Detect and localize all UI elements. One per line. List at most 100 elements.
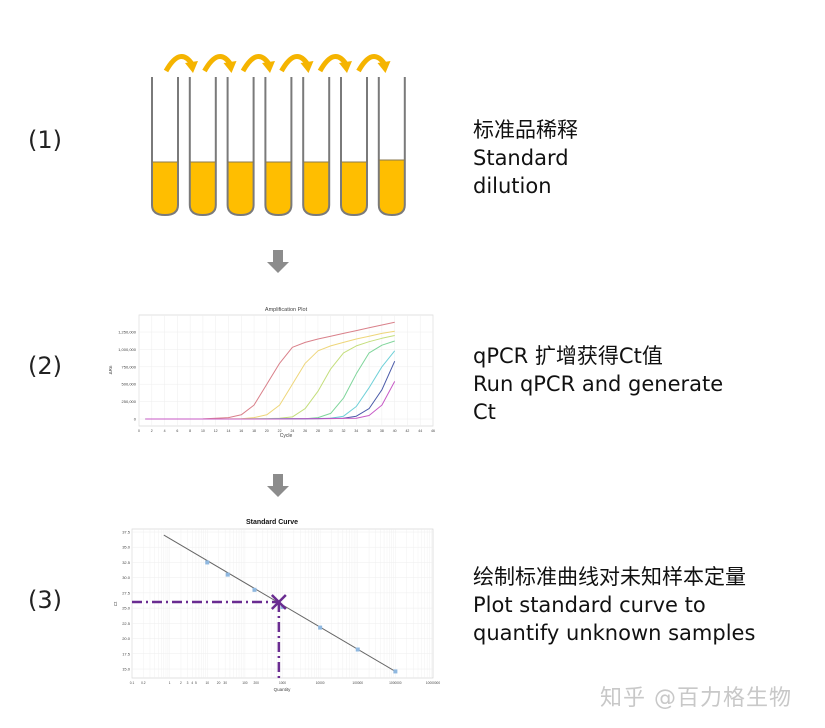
x-tick-label: 2: [180, 681, 182, 685]
x-tick-label: 18: [252, 429, 256, 433]
x-tick-label: 46: [431, 429, 435, 433]
transfer-arrow-icon: [163, 54, 195, 73]
tube-liquid: [265, 162, 292, 215]
y-tick-label: 1,000,000: [118, 347, 137, 352]
x-tick-label: 5: [195, 681, 197, 685]
step-1-line-zh: 标准品稀释: [473, 118, 578, 142]
x-tick-label: 1: [169, 681, 171, 685]
step-3-line-zh: 绘制标准曲线对未知样本定量: [473, 565, 746, 589]
x-tick-label: 20: [265, 429, 269, 433]
standard-curve-title: Standard Curve: [246, 519, 298, 526]
standard-point: [355, 647, 360, 652]
step-2-line-zh: qPCR 扩增获得Ct值: [473, 344, 663, 368]
x-tick-label: 34: [354, 429, 358, 433]
step-3-line-2: quantify unknown samples: [473, 621, 756, 645]
tube-liquid: [152, 162, 178, 215]
y-tick-label: 25.0: [122, 606, 131, 611]
step-2-line-1: Run qPCR and generate: [473, 372, 724, 396]
standard-point: [393, 669, 398, 674]
test-tube: [226, 77, 255, 217]
y-tick-label: 17.5: [122, 651, 131, 656]
x-tick-label: 28: [316, 429, 320, 433]
x-tick-label: 10000000: [426, 681, 440, 685]
y-tick-label: 0: [134, 417, 137, 422]
x-tick-label: 16: [239, 429, 243, 433]
step-1-line-1: Standard: [473, 146, 569, 170]
step-1-line-2: dilution: [473, 174, 552, 198]
test-tube: [340, 77, 368, 217]
y-tick-label: 35.0: [122, 545, 131, 550]
transfer-arrowhead-icon: [339, 61, 352, 73]
x-tick-label: 40: [393, 429, 397, 433]
transfer-arrowhead-icon: [262, 61, 275, 73]
tube-liquid: [227, 162, 254, 215]
transfer-arrowhead-icon: [377, 61, 391, 73]
x-tick-label: 0.2: [141, 681, 146, 685]
test-tube: [151, 77, 179, 217]
x-tick-label: 38: [380, 429, 384, 433]
x-tick-label: 6: [176, 429, 178, 433]
x-tick-label: 3: [187, 681, 189, 685]
y-tick-label: 27.5: [122, 590, 131, 595]
x-tick-label: 200: [254, 681, 260, 685]
x-tick-label: 30: [329, 429, 333, 433]
x-tick-label: 10: [201, 429, 205, 433]
x-tick-label: 32: [342, 429, 346, 433]
y-tick-label: 250,000: [122, 399, 137, 404]
test-tube: [188, 77, 217, 217]
x-tick-label: 0.1: [130, 681, 135, 685]
amplification-x-axis-label: Cycle: [280, 433, 293, 439]
x-tick-label: 30: [223, 681, 227, 685]
test-tube: [302, 77, 331, 217]
x-tick-label: 20: [217, 681, 221, 685]
step-1-label: (1): [28, 126, 62, 154]
amplification-y-axis-label: ΔRn: [108, 365, 113, 374]
watermark: 知乎 @百力格生物: [600, 686, 792, 711]
amplification-plot-title: Amplification Plot: [265, 307, 308, 313]
tube-liquid: [189, 162, 216, 215]
step-2-description: qPCR 扩增获得Ct值 Run qPCR and generate Ct: [473, 342, 723, 426]
test-tube: [377, 77, 406, 217]
transfer-arrowhead-icon: [300, 61, 314, 73]
y-tick-label: 22.5: [122, 621, 131, 626]
transfer-arrow-icon: [356, 54, 387, 73]
y-tick-label: 1,250,000: [118, 330, 137, 335]
x-tick-label: 1000: [279, 681, 286, 685]
step-3-label: (3): [28, 586, 62, 614]
y-tick-label: 15.0: [122, 667, 131, 672]
down-arrow-icon: [267, 250, 289, 273]
tube-liquid: [303, 162, 330, 215]
x-tick-label: 14: [227, 429, 231, 433]
x-tick-label: 100: [242, 681, 248, 685]
x-tick-label: 1000000: [389, 681, 402, 685]
step-2-line-2: Ct: [473, 400, 496, 424]
y-tick-label: 20.0: [122, 636, 131, 641]
standard-point: [252, 587, 257, 592]
transfer-arrow-icon: [317, 54, 349, 73]
step-1-description: 标准品稀释 Standard dilution: [473, 116, 578, 200]
transfer-arrow-icon: [279, 54, 310, 73]
unknown-sample-marker-icon: [270, 594, 287, 610]
x-tick-label: 24: [290, 429, 294, 433]
transfer-arrow-icon: [240, 54, 272, 73]
x-tick-label: 10000: [316, 681, 325, 685]
amplification-curve-1: [145, 321, 395, 420]
step-2-label: (2): [28, 352, 62, 380]
transfer-arrowhead-icon: [223, 61, 237, 73]
y-tick-label: 30.0: [122, 575, 131, 580]
y-tick-label: 32.5: [122, 560, 131, 565]
x-tick-label: 2: [151, 429, 153, 433]
x-tick-label: 0: [138, 429, 140, 433]
down-arrow-icon: [267, 474, 289, 497]
step-3-line-1: Plot standard curve to: [473, 593, 706, 617]
standard-curve-y-axis-label: Ct: [113, 601, 118, 606]
tube-liquid: [341, 162, 367, 215]
test-tube: [264, 77, 293, 217]
amplification-curve-7: [145, 381, 396, 420]
x-tick-label: 36: [367, 429, 371, 433]
x-tick-label: 42: [405, 429, 409, 433]
standard-point: [225, 572, 230, 577]
standard-point: [318, 625, 323, 630]
y-tick-label: 750,000: [122, 364, 137, 369]
